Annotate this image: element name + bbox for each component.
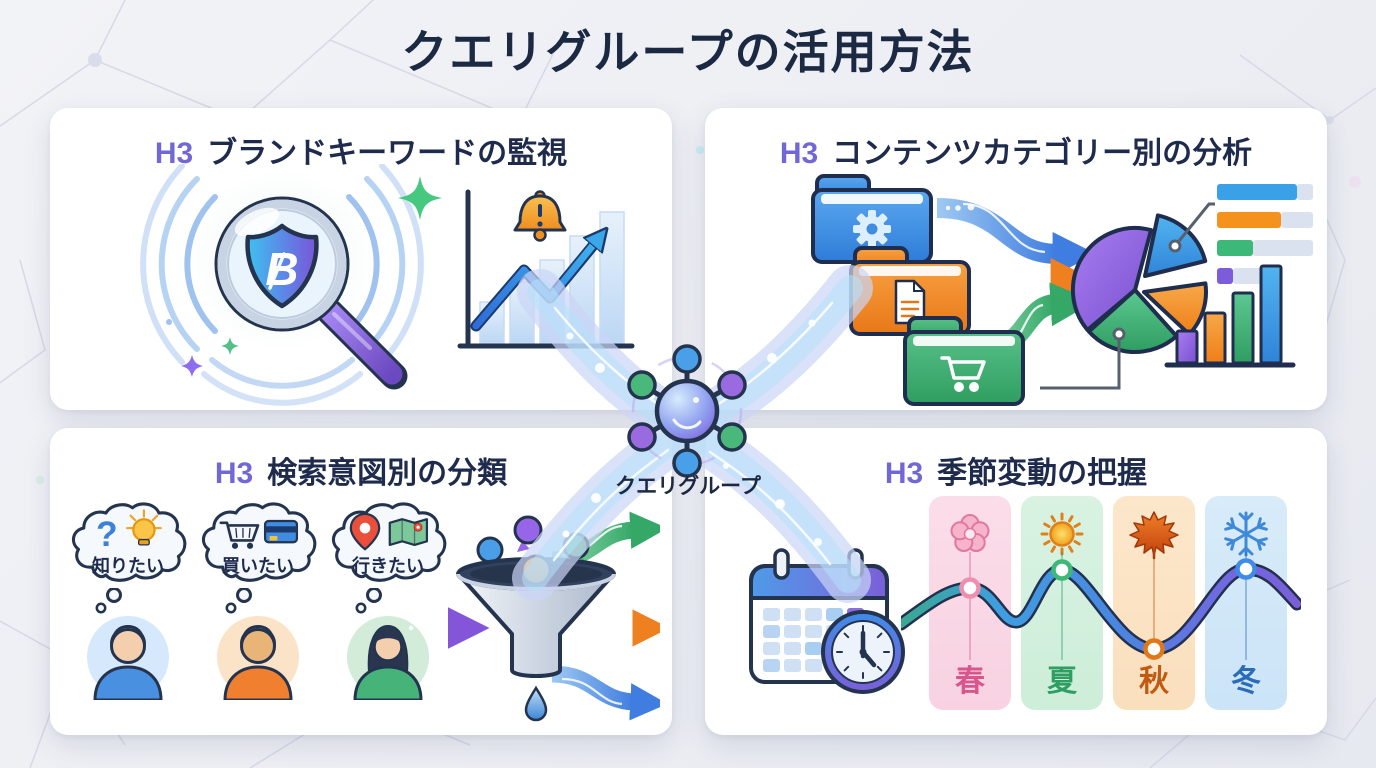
signal-arcs-icon bbox=[140, 164, 424, 406]
shield-icon bbox=[245, 223, 319, 309]
male-avatar-orange bbox=[217, 616, 299, 700]
sparkle-icon bbox=[166, 176, 442, 377]
callout-lines bbox=[1040, 202, 1215, 390]
season-col-summer: 夏 bbox=[1021, 496, 1103, 710]
lightbulb-icon bbox=[126, 509, 162, 546]
male-avatar-blue bbox=[87, 616, 169, 700]
card-intent-header: H3 検索意図別の分類 bbox=[50, 448, 672, 492]
alert-bell-icon bbox=[513, 190, 567, 242]
hub-label: クエリグループ bbox=[615, 475, 761, 498]
thought-bubble-icon: ? bbox=[71, 502, 187, 582]
shield-magnifier-icon: B bbox=[140, 164, 442, 406]
bubble-tail-dots bbox=[95, 588, 122, 614]
season-label-summer: 夏 bbox=[1047, 665, 1077, 698]
card-category-analysis: H3 コンテンツカテゴリー別の分析 bbox=[705, 108, 1327, 410]
card-intent-classification: H3 検索意図別の分類 ? 知りたい bbox=[50, 428, 672, 735]
card-title-intent: 検索意図別の分類 bbox=[267, 457, 508, 490]
season-label-autumn: 秋 bbox=[1139, 665, 1169, 698]
calendar-clock-icon bbox=[749, 548, 905, 694]
page-title: クエリグループの活用方法 bbox=[401, 26, 975, 78]
shopping-cart-icon bbox=[219, 521, 260, 549]
persona-know: ? 知りたい bbox=[66, 498, 190, 700]
season-col-winter: 冬 bbox=[1205, 496, 1287, 710]
folder-cart-icon bbox=[903, 316, 1025, 406]
h3-tag: H3 bbox=[884, 457, 924, 490]
bubble-tail-dots bbox=[355, 588, 382, 614]
persona-buy: 買いたい bbox=[196, 498, 320, 700]
season-label-spring: 春 bbox=[955, 665, 985, 698]
folder-gear-icon bbox=[811, 174, 933, 264]
card-title-category: コンテンツカテゴリー別の分析 bbox=[832, 137, 1253, 170]
season-label-winter: 冬 bbox=[1231, 665, 1261, 698]
thought-bubble-icon bbox=[331, 502, 447, 582]
pie-chart-icon bbox=[1040, 202, 1215, 390]
h3-tag: H3 bbox=[214, 457, 254, 490]
bubble-label-go: 行きたい bbox=[352, 556, 424, 576]
maple-leaf-icon bbox=[1129, 511, 1179, 560]
category-flow-illustration bbox=[811, 174, 1313, 406]
thought-bubble-go: 行きたい bbox=[326, 498, 450, 590]
sun-icon bbox=[1040, 512, 1084, 556]
cherry-blossom-icon bbox=[950, 514, 990, 552]
season-col-spring: 春 bbox=[929, 496, 1011, 710]
map-icon bbox=[388, 518, 429, 546]
season-wave-chart: 春 夏 bbox=[901, 492, 1301, 718]
credit-card-icon bbox=[263, 519, 299, 544]
bubble-label-know: 知りたい bbox=[92, 556, 164, 576]
thought-bubble-icon bbox=[201, 502, 317, 582]
network-hub-icon bbox=[627, 344, 747, 478]
card-seasonal-variation: H3 季節変動の把握 bbox=[705, 428, 1327, 735]
card-seasonal-header: H3 季節変動の把握 bbox=[705, 448, 1327, 492]
card-title-seasonal: 季節変動の把握 bbox=[937, 457, 1148, 490]
clock-icon bbox=[821, 610, 905, 694]
map-pin-icon bbox=[349, 512, 381, 551]
bar-chart-icon bbox=[1164, 264, 1296, 368]
bars bbox=[479, 211, 625, 344]
query-group-hub bbox=[606, 330, 768, 492]
h3-tag: H3 bbox=[154, 137, 194, 170]
intent-funnel-flow bbox=[404, 511, 660, 722]
h3-tag: H3 bbox=[779, 137, 819, 170]
card-title-brand: ブランドキーワードの監視 bbox=[207, 137, 568, 170]
thought-bubble-buy: 買いたい bbox=[196, 498, 320, 590]
season-col-autumn: 秋 bbox=[1113, 496, 1195, 710]
bubble-tail-dots bbox=[225, 588, 252, 614]
water-drop-icon bbox=[524, 685, 548, 722]
card-category-header: H3 コンテンツカテゴリー別の分析 bbox=[705, 128, 1327, 172]
question-mark-icon: ? bbox=[96, 515, 118, 554]
bubble-label-buy: 買いたい bbox=[222, 556, 294, 576]
card-brand-header: H3 ブランドキーワードの監視 bbox=[50, 128, 672, 172]
card-brand-monitoring: H3 ブランドキーワードの監視 bbox=[50, 108, 672, 410]
snowflake-icon bbox=[1224, 511, 1268, 557]
thought-bubble-know: ? 知りたい bbox=[66, 498, 190, 590]
